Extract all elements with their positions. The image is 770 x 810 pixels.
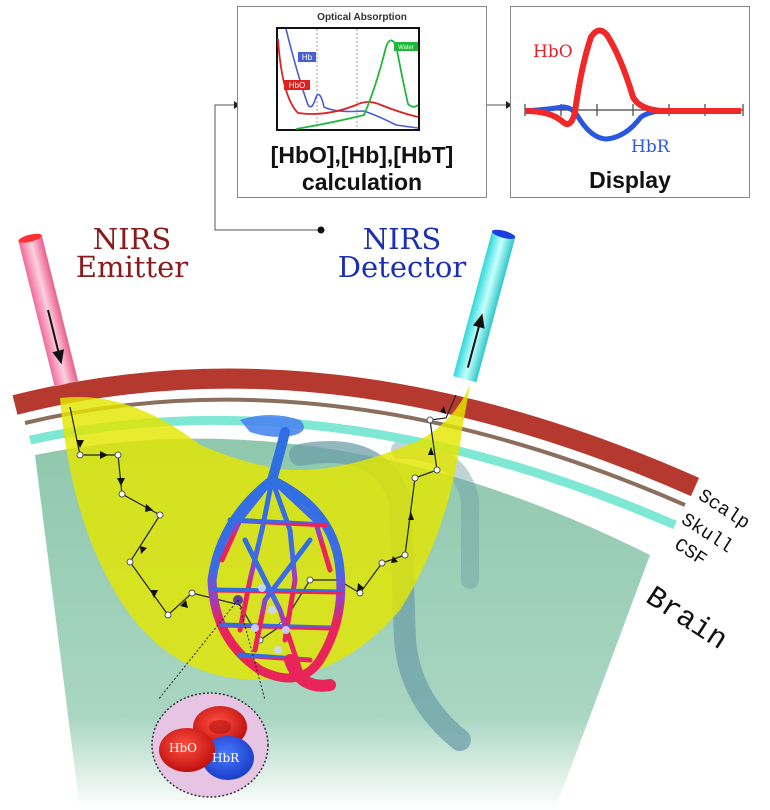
water-curve	[295, 39, 419, 130]
optical-absorption-title: Optical Absorption	[317, 12, 407, 23]
nirs-detector-probe	[453, 229, 516, 383]
hb-curve	[285, 28, 419, 129]
rbc-hbo-label: HbO	[169, 741, 197, 755]
rbc-hbr-label: HbR	[212, 751, 240, 765]
hbo-legend: HbO	[289, 81, 305, 90]
detector-label-line2: Detector	[337, 249, 467, 284]
photon-direction-arrows	[76, 406, 446, 608]
emitter-label-line2: Emitter	[75, 249, 189, 284]
hbr-curve	[524, 104, 741, 142]
detector-label-line1: NIRS	[362, 222, 442, 256]
scalp-layer	[12, 368, 700, 497]
calculation-label-line1: [HbO],[Hb],[HbT]	[270, 142, 454, 168]
emitter-label-line1: NIRS	[92, 222, 172, 256]
display-hbr-label: HbR	[631, 137, 671, 157]
display-hbo-label: HbO	[533, 42, 573, 62]
hbo-display-curve	[524, 27, 741, 127]
calculation-label-line2: calculation	[301, 169, 423, 195]
hemodynamic-response-chart: HbO HbR	[524, 27, 744, 157]
display-panel: HbO HbR Display	[510, 6, 750, 198]
detector-label: NIRS Detector	[322, 222, 482, 284]
rbc-hbo	[159, 728, 215, 772]
zoom-callout-lines	[157, 599, 266, 701]
nirs-emitter-probe	[18, 233, 79, 387]
light-path-region	[60, 385, 470, 680]
water-legend: Water	[398, 45, 414, 51]
hb-legend: Hb	[302, 53, 313, 62]
signal-flow-lines	[214, 104, 508, 231]
display-label: Display	[589, 167, 671, 193]
capillary-network	[207, 415, 346, 692]
calculation-panel: Optical Absorption Hb HbO Water [HbO],[H…	[237, 6, 487, 198]
optical-absorption-chart: Hb HbO Water	[276, 27, 420, 131]
emitter-label: NIRS Emitter	[62, 222, 202, 284]
hbo-curve	[277, 38, 419, 118]
rbc-hbr	[202, 736, 254, 780]
